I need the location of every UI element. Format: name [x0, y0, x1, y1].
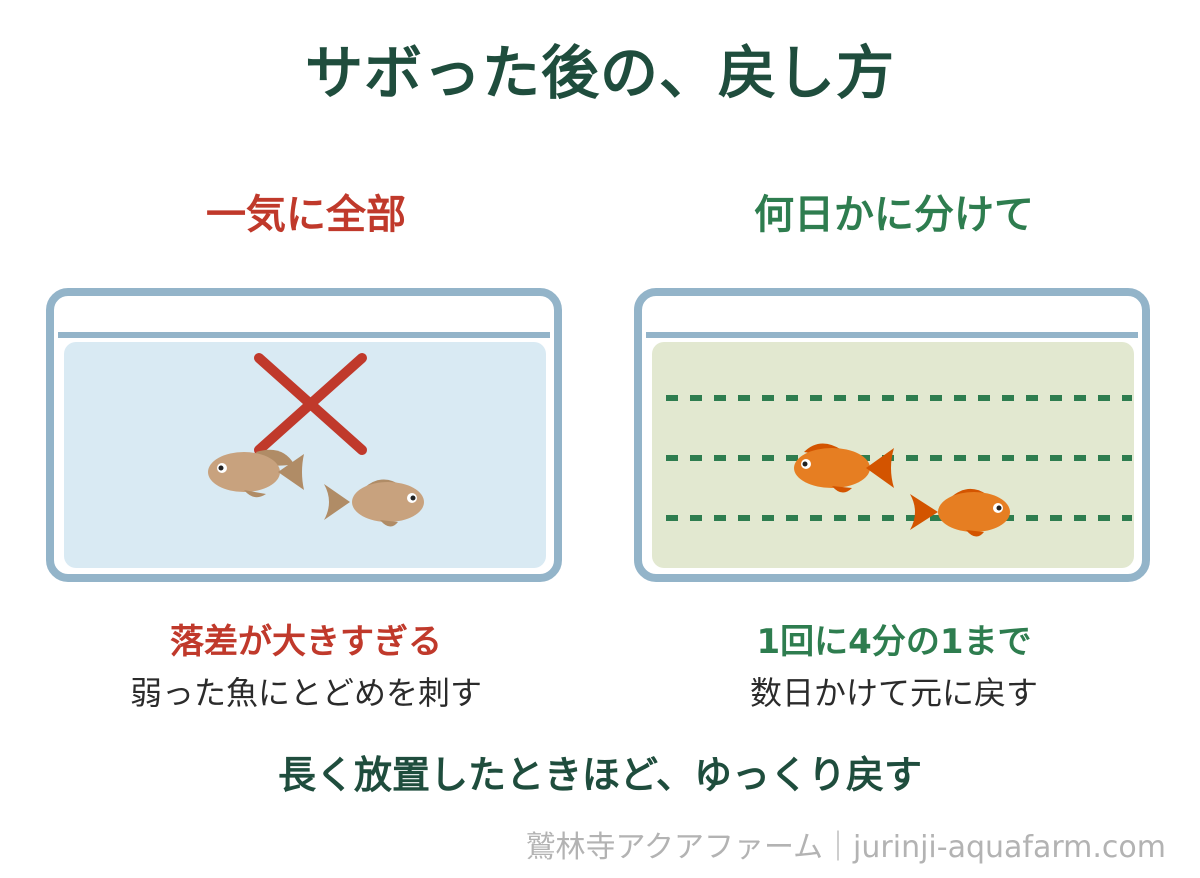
bottom-note: 長く放置したときほど、ゆっくり戻す: [277, 753, 923, 797]
left-water: [64, 342, 546, 568]
credit-text: 鷲林寺アクアファーム｜jurinji-aquafarm.com: [525, 830, 1166, 865]
right-caption-sub: 数日かけて元に戻す: [749, 674, 1038, 712]
right-tank: [634, 288, 1150, 582]
right-heading: 何日かに分けて: [754, 192, 1034, 238]
right-caption-main: 1回に4分の1まで: [756, 622, 1032, 662]
left-water-line: [58, 332, 550, 338]
left-caption-sub: 弱った魚にとどめを刺す: [129, 674, 482, 712]
fish-icon: [208, 449, 304, 498]
right-water-line: [646, 332, 1138, 338]
left-heading: 一気に全部: [206, 192, 406, 238]
fish-icon: [910, 488, 1010, 537]
fish-icon: [324, 479, 424, 527]
dashed-level-lines: [666, 395, 1132, 521]
fish-icon: [794, 443, 894, 493]
left-tank: [46, 288, 562, 582]
page-title: サボった後の、戻し方: [304, 39, 895, 107]
left-caption-main: 落差が大きすぎる: [170, 622, 442, 662]
x-icon: [254, 353, 367, 455]
